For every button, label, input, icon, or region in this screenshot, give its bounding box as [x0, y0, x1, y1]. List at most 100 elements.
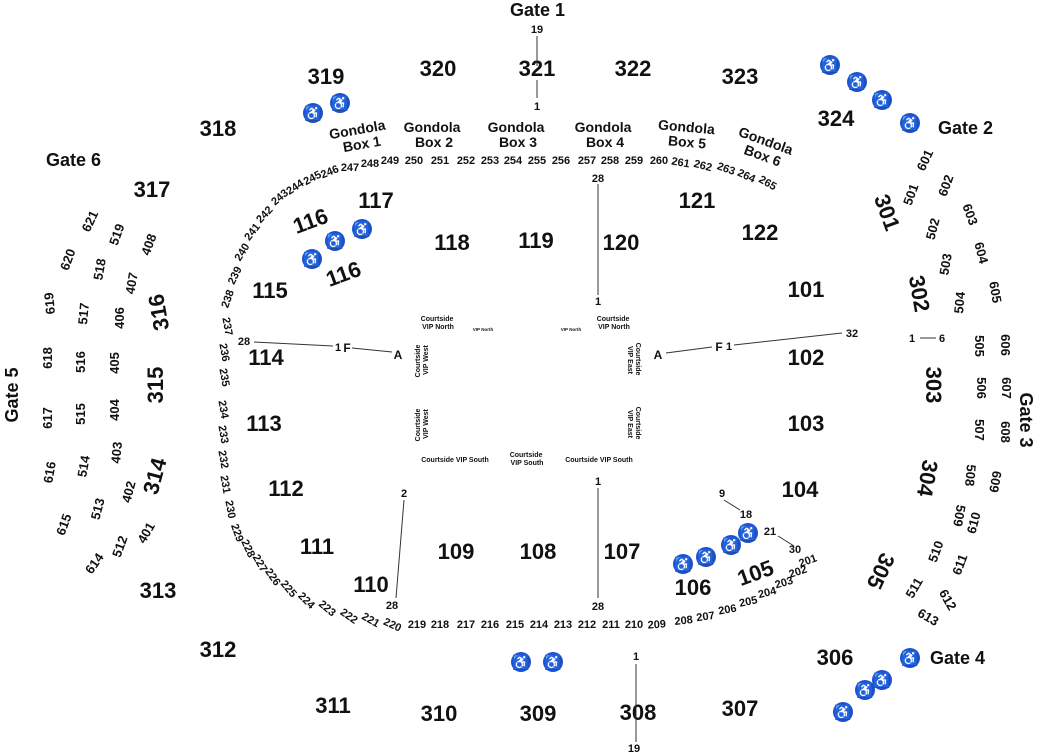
courtside-vip-north-left[interactable]: Courtside VIP North [421, 316, 456, 331]
section-215[interactable]: 215 [506, 619, 524, 631]
section-233[interactable]: 233 [215, 424, 230, 444]
section-318[interactable]: 318 [200, 116, 237, 141]
section-238[interactable]: 238 [219, 288, 237, 309]
section-604[interactable]: 604 [971, 240, 991, 266]
section-242[interactable]: 242 [254, 204, 275, 226]
section-260[interactable]: 260 [650, 155, 668, 167]
courtside-vip-north-right[interactable]: Courtside VIP North [597, 316, 632, 331]
courtside-vip-north-small-a[interactable]: VIP North [473, 327, 494, 332]
section-307[interactable]: 307 [722, 696, 759, 721]
gondola-box-2[interactable]: Gondola Box 2 [404, 119, 465, 150]
section-261[interactable]: 261 [670, 156, 690, 171]
section-240[interactable]: 240 [233, 241, 253, 263]
section-107[interactable]: 107 [604, 539, 641, 564]
section-613[interactable]: 613 [915, 605, 941, 629]
section-609[interactable]: 609 [986, 470, 1005, 494]
section-209[interactable]: 209 [647, 618, 666, 631]
section-512[interactable]: 512 [109, 534, 131, 560]
section-121[interactable]: 121 [679, 188, 716, 213]
section-619[interactable]: 619 [41, 292, 58, 315]
section-247[interactable]: 247 [341, 162, 359, 174]
section-232[interactable]: 232 [215, 449, 230, 469]
section-258[interactable]: 258 [601, 155, 619, 167]
section-103[interactable]: 103 [788, 411, 825, 436]
section-612[interactable]: 612 [936, 587, 960, 613]
gondola-box-6[interactable]: Gondola Box 6 [731, 123, 799, 173]
section-508[interactable]: 508 [962, 464, 979, 487]
section-611[interactable]: 611 [949, 552, 970, 577]
section-519[interactable]: 519 [106, 222, 128, 248]
courtside-vip-west-top[interactable]: Courtside VIP West [415, 343, 430, 378]
section-249[interactable]: 249 [381, 155, 399, 167]
section-308[interactable]: 308 [620, 700, 657, 725]
section-511[interactable]: 511 [902, 575, 925, 601]
section-262[interactable]: 262 [692, 158, 713, 174]
section-259[interactable]: 259 [625, 155, 643, 167]
section-221[interactable]: 221 [360, 611, 382, 631]
section-104[interactable]: 104 [782, 477, 819, 502]
section-201[interactable]: 201 [797, 552, 818, 570]
section-601[interactable]: 601 [914, 147, 937, 173]
section-250[interactable]: 250 [405, 155, 423, 167]
section-504[interactable]: 504 [951, 290, 968, 314]
section-206[interactable]: 206 [717, 603, 737, 618]
section-264[interactable]: 264 [735, 167, 758, 186]
section-306[interactable]: 306 [817, 645, 854, 670]
section-212[interactable]: 212 [578, 619, 596, 631]
section-220[interactable]: 220 [381, 616, 403, 635]
section-246[interactable]: 246 [319, 163, 341, 181]
section-219[interactable]: 219 [408, 619, 426, 631]
gondola-box-3[interactable]: Gondola Box 3 [488, 119, 549, 150]
section-507[interactable]: 507 [972, 419, 987, 441]
section-207[interactable]: 207 [696, 610, 716, 624]
section-257[interactable]: 257 [578, 155, 596, 167]
section-517[interactable]: 517 [75, 302, 92, 325]
section-217[interactable]: 217 [457, 619, 475, 631]
section-236[interactable]: 236 [216, 342, 231, 362]
section-231[interactable]: 231 [217, 474, 232, 494]
courtside-vip-east-bottom[interactable]: Courtside VIP East [626, 407, 641, 442]
courtside-vip-south-left[interactable]: Courtside VIP South [421, 457, 489, 464]
section-602[interactable]: 602 [935, 173, 957, 199]
section-608[interactable]: 608 [998, 421, 1013, 443]
section-208[interactable]: 208 [674, 614, 694, 628]
section-113[interactable]: 113 [246, 411, 282, 436]
section-252[interactable]: 252 [457, 155, 475, 167]
section-620[interactable]: 620 [57, 247, 79, 273]
section-406[interactable]: 406 [112, 307, 127, 329]
section-316[interactable]: 316 [143, 292, 174, 333]
section-303[interactable]: 303 [921, 367, 946, 404]
section-241[interactable]: 241 [242, 221, 263, 243]
section-402[interactable]: 402 [119, 479, 139, 504]
section-403[interactable]: 403 [108, 441, 125, 464]
section-116-upper[interactable]: 116 [289, 203, 331, 239]
section-255[interactable]: 255 [528, 155, 546, 167]
section-513[interactable]: 513 [88, 496, 108, 521]
section-235[interactable]: 235 [216, 367, 231, 387]
section-222[interactable]: 222 [338, 606, 360, 626]
section-501[interactable]: 501 [900, 182, 922, 208]
section-301[interactable]: 301 [869, 191, 905, 234]
section-214[interactable]: 214 [530, 619, 549, 631]
section-253[interactable]: 253 [481, 155, 499, 167]
section-265[interactable]: 265 [757, 174, 779, 194]
section-311[interactable]: 311 [315, 693, 351, 718]
section-210[interactable]: 210 [625, 619, 643, 631]
section-234[interactable]: 234 [215, 399, 230, 420]
section-102[interactable]: 102 [788, 345, 825, 370]
section-216[interactable]: 216 [481, 619, 499, 631]
section-263[interactable]: 263 [715, 160, 736, 178]
section-218[interactable]: 218 [431, 619, 449, 631]
section-310[interactable]: 310 [421, 701, 458, 726]
section-503[interactable]: 503 [936, 252, 955, 276]
section-309[interactable]: 309 [520, 701, 557, 726]
section-312[interactable]: 312 [200, 637, 237, 662]
section-114[interactable]: 114 [248, 345, 284, 370]
section-224[interactable]: 224 [295, 590, 317, 612]
section-254[interactable]: 254 [504, 155, 523, 167]
courtside-vip-east-top[interactable]: Courtside VIP East [626, 343, 641, 378]
section-305[interactable]: 305 [862, 549, 900, 593]
section-320[interactable]: 320 [420, 56, 457, 81]
section-115[interactable]: 115 [252, 278, 288, 303]
section-304[interactable]: 304 [912, 458, 943, 499]
